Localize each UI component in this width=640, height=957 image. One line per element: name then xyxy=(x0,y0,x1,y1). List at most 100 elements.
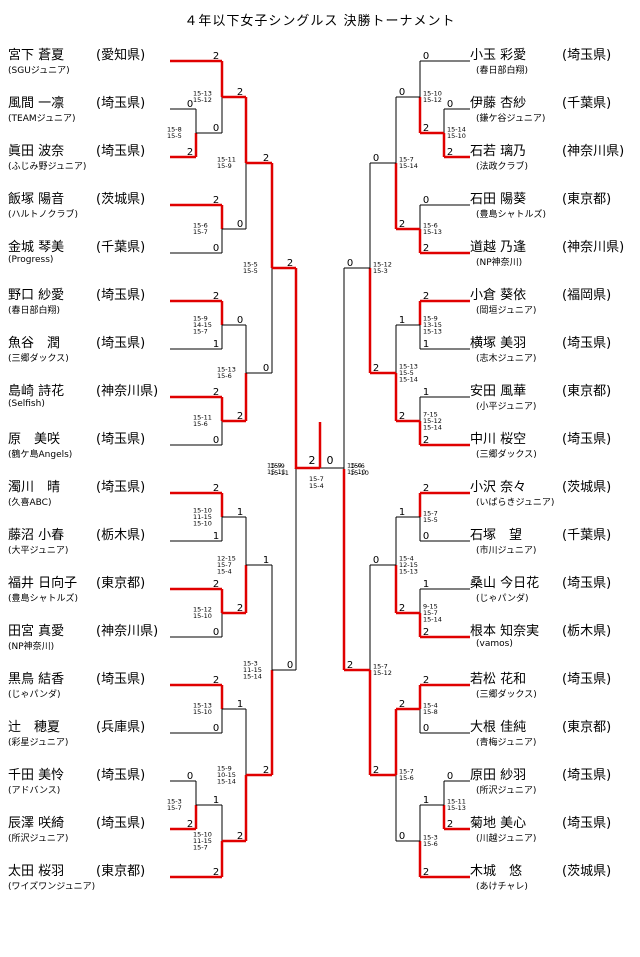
right-player-entry: 小玉 彩愛(春日部白翔)(埼玉県) xyxy=(470,44,630,84)
games-won: 0 xyxy=(423,723,429,734)
match-score: 15-7 xyxy=(423,609,438,617)
games-won: 2 xyxy=(399,603,405,614)
match-score: 15-11 xyxy=(193,414,212,422)
match-score: 7-15 xyxy=(423,410,438,418)
player-club: (Progress) xyxy=(8,255,54,265)
left-player-entry: 黒鳥 結香(じゃパンダ)(埼玉県) xyxy=(8,668,168,708)
match-score: 15-5 xyxy=(243,267,258,275)
player-name: 金城 琴美 xyxy=(8,240,65,255)
match-score: 15-11 xyxy=(447,798,466,806)
games-won: 2 xyxy=(373,363,379,374)
player-prefecture: (茨城県) xyxy=(96,192,146,207)
match-score: 9-15 xyxy=(423,602,438,610)
match-score: 15-6 xyxy=(423,222,438,230)
match-score: 15-3 xyxy=(423,834,438,842)
left-player-entry: 千田 美怜(アドバンス)(埼玉県) xyxy=(8,764,168,804)
player-prefecture: (神奈川県) xyxy=(96,384,159,399)
player-name: 太田 桜羽 xyxy=(8,864,65,879)
match-score: 15-7 xyxy=(167,804,182,812)
player-club: (ハルトノクラブ) xyxy=(8,210,79,220)
games-won: 0 xyxy=(423,531,429,542)
match-score: 15-12 xyxy=(193,606,212,614)
player-name: 若松 花和 xyxy=(470,672,527,687)
player-club: (豊島シャトルズ) xyxy=(476,210,547,220)
match-score: 15-3 xyxy=(373,267,388,275)
final-games-won: 0 xyxy=(327,454,334,467)
player-name: 田宮 真愛 xyxy=(8,624,65,639)
player-club: (NP神奈川) xyxy=(8,642,55,652)
player-club: (三郷ダックス) xyxy=(476,690,537,700)
player-name: 小沢 奈々 xyxy=(470,480,527,495)
player-name: 魚谷 潤 xyxy=(8,336,61,351)
match-score: 15-7 xyxy=(373,663,388,671)
player-prefecture: (埼玉県) xyxy=(562,432,612,447)
player-club: (じゃパンダ) xyxy=(476,594,529,604)
player-name: 道越 乃逢 xyxy=(470,240,527,255)
player-prefecture: (埼玉県) xyxy=(96,816,146,831)
match-score: 15-12 xyxy=(423,96,442,104)
games-won: 2 xyxy=(237,831,243,842)
player-name: 横塚 美羽 xyxy=(470,336,527,351)
match-score: 15-10 xyxy=(193,519,212,527)
match-score: 11-15 xyxy=(193,513,212,521)
player-club: (市川ジュニア) xyxy=(476,546,537,556)
match-score: 15-7 xyxy=(217,561,232,569)
match-score: 15-10 xyxy=(193,830,212,838)
games-won: 0 xyxy=(423,51,429,62)
games-won: 2 xyxy=(237,603,243,614)
games-won: 0 xyxy=(213,123,219,134)
match-score: 15-13 xyxy=(217,366,236,374)
player-club: (ワイズワンジュニア) xyxy=(8,882,96,892)
player-prefecture: (神奈川県) xyxy=(96,624,159,639)
player-prefecture: (千葉県) xyxy=(562,528,612,543)
right-player-entry: 伊藤 杏紗(鎌ケ谷ジュニア)(千葉県) xyxy=(470,92,630,132)
games-won: 0 xyxy=(213,435,219,446)
match-score: 15-10 xyxy=(423,90,442,98)
match-score: 14-15 xyxy=(193,321,212,329)
player-club: (青梅ジュニア) xyxy=(476,738,537,748)
match-score: 15-8 xyxy=(167,126,182,134)
player-name: 眞田 波奈 xyxy=(8,144,65,159)
games-won: 2 xyxy=(263,153,269,164)
player-name: 濁川 晴 xyxy=(8,480,61,495)
games-won: 2 xyxy=(347,660,353,671)
match-score: 15-7 xyxy=(399,768,414,776)
player-name: 原 美咲 xyxy=(8,432,61,447)
player-prefecture: (栃木県) xyxy=(96,528,146,543)
player-club: (所沢ジュニア) xyxy=(476,786,537,796)
games-won: 1 xyxy=(423,795,429,806)
match-score: 15-13 xyxy=(447,804,466,812)
player-prefecture: (東京都) xyxy=(562,192,612,207)
games-won: 0 xyxy=(423,195,429,206)
right-player-entry: 原田 紗羽(所沢ジュニア)(埼玉県) xyxy=(470,764,630,804)
player-prefecture: (埼玉県) xyxy=(96,144,146,159)
player-club: (春日部白翔) xyxy=(476,66,529,76)
final-score: 15-7 xyxy=(309,475,324,483)
player-prefecture: (埼玉県) xyxy=(562,48,612,63)
match-score: 15-7 xyxy=(193,327,208,335)
match-score: 15-10 xyxy=(193,708,212,716)
left-player-entry: 田宮 真愛 (NP神奈川) (神奈川県) xyxy=(8,620,168,660)
games-won: 2 xyxy=(373,765,379,776)
match-score: 15-9 xyxy=(267,462,282,470)
games-won: 2 xyxy=(423,123,429,134)
match-score: 15-10 xyxy=(447,132,466,140)
match-score: 15-3 xyxy=(243,659,258,667)
player-prefecture: (埼玉県) xyxy=(96,768,146,783)
games-won: 2 xyxy=(263,765,269,776)
games-won: 2 xyxy=(237,411,243,422)
player-prefecture: (東京都) xyxy=(562,384,612,399)
games-won: 2 xyxy=(287,258,293,269)
left-player-entry: 野口 紗愛(春日部白翔)(埼玉県) xyxy=(8,284,168,324)
games-won: 1 xyxy=(213,531,219,542)
games-won: 0 xyxy=(373,153,379,164)
player-club: (彩星ジュニア) xyxy=(8,738,69,748)
games-won: 2 xyxy=(399,411,405,422)
right-player-entry: 中川 桜空(三郷ダックス)(埼玉県) xyxy=(470,428,630,468)
player-name: 辻 穂夏 xyxy=(8,720,61,735)
games-won: 0 xyxy=(237,315,243,326)
left-player-entry: 辻 穂夏(彩星ジュニア)(兵庫県) xyxy=(8,716,168,756)
final-score: 15-9 xyxy=(270,462,285,470)
player-club: (川越ジュニア) xyxy=(476,834,537,844)
games-won: 1 xyxy=(213,795,219,806)
